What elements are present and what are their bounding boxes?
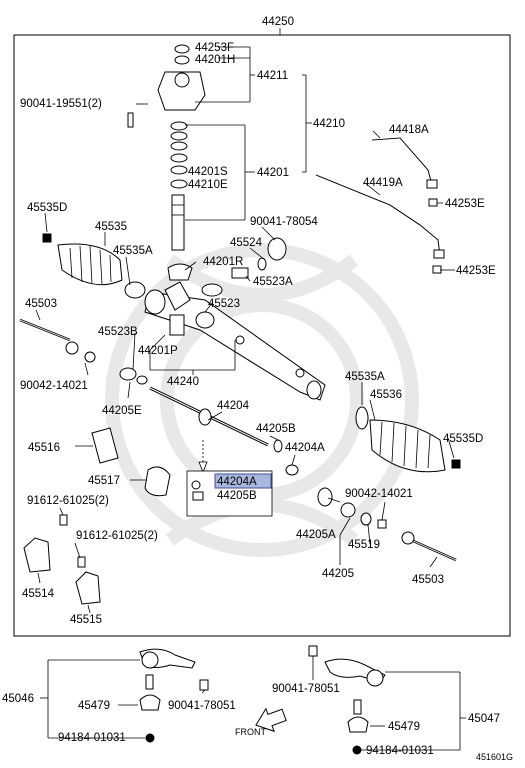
label-45535A-right[interactable]: 45535A <box>345 371 385 383</box>
label-45047[interactable]: 45047 <box>468 713 500 725</box>
label-44253E-upper[interactable]: 44253E <box>445 198 485 210</box>
tie-rod-left <box>19 318 96 363</box>
label-44205[interactable]: 44205 <box>322 568 354 580</box>
label-44419A[interactable]: 44419A <box>363 177 403 189</box>
label-90041-78051-right[interactable]: 90041-78051 <box>272 683 340 695</box>
tie-rod-end-right <box>308 645 466 755</box>
label-45516[interactable]: 45516 <box>28 442 60 454</box>
boot-left <box>42 233 146 299</box>
label-44253E-lower[interactable]: 44253E <box>456 265 496 277</box>
label-45536[interactable]: 45536 <box>370 389 402 401</box>
label-44205B-kit[interactable]: 44205B <box>217 490 257 502</box>
label-91612-61025-lower[interactable]: 91612-61025(2) <box>76 530 158 542</box>
label-45515[interactable]: 45515 <box>70 614 102 626</box>
label-90041-78051-left[interactable]: 90041-78051 <box>168 700 236 712</box>
label-44201[interactable]: 44201 <box>257 167 289 179</box>
label-45535A-left[interactable]: 45535A <box>113 245 153 257</box>
label-45479-left[interactable]: 45479 <box>78 700 110 712</box>
label-94184-01031-right[interactable]: 94184-01031 <box>366 745 434 757</box>
label-44201H[interactable]: 44201H <box>195 54 235 66</box>
label-44240[interactable]: 44240 <box>167 376 199 388</box>
front-arrow-icon <box>255 707 287 733</box>
right-seals <box>317 487 457 562</box>
label-45479-right[interactable]: 45479 <box>388 721 420 733</box>
label-45503-right[interactable]: 45503 <box>412 574 444 586</box>
label-44210E[interactable]: 44210E <box>188 179 228 191</box>
label-44204A-kit[interactable]: 44204A <box>217 476 257 488</box>
label-45517[interactable]: 45517 <box>88 475 120 487</box>
label-44205A[interactable]: 44205A <box>296 529 336 541</box>
label-44210[interactable]: 44210 <box>313 118 345 130</box>
label-45535D-right[interactable]: 45535D <box>443 433 483 445</box>
seals-and-fittings <box>119 237 287 385</box>
label-45523[interactable]: 45523 <box>208 298 240 310</box>
label-highlight <box>214 473 272 489</box>
boot-right <box>355 406 461 473</box>
label-44201R[interactable]: 44201R <box>203 256 243 268</box>
rack-brackets <box>91 427 171 497</box>
assembly-frame <box>13 34 511 637</box>
label-45535D-left[interactable]: 45535D <box>27 202 67 214</box>
label-45523A[interactable]: 45523A <box>253 276 293 288</box>
label-90041-19551[interactable]: 90041-19551(2) <box>20 98 102 110</box>
lower-brackets <box>23 514 101 605</box>
label-44211[interactable]: 44211 <box>257 70 288 82</box>
label-91612-61025-upper[interactable]: 91612-61025(2) <box>27 495 109 507</box>
leader-lines <box>35 130 455 614</box>
label-45535[interactable]: 45535 <box>95 221 127 233</box>
label-90042-14021-left[interactable]: 90042-14021 <box>20 380 88 392</box>
tie-rod-end-left <box>40 648 209 743</box>
label-44205E[interactable]: 44205E <box>102 405 142 417</box>
label-45523B[interactable]: 45523B <box>98 326 138 338</box>
label-44201P[interactable]: 44201P <box>138 345 178 357</box>
diagram-code: 451601G <box>476 752 513 762</box>
label-44204A-upper[interactable]: 44204A <box>285 442 325 454</box>
pinion-housing <box>127 44 206 251</box>
label-45519[interactable]: 45519 <box>348 539 380 551</box>
label-44204[interactable]: 44204 <box>217 400 250 412</box>
label-94184-01031-left[interactable]: 94184-01031 <box>58 732 126 744</box>
label-90041-78054[interactable]: 90041-78054 <box>250 216 318 228</box>
label-44201S[interactable]: 44201S <box>188 166 228 178</box>
label-45514[interactable]: 45514 <box>22 588 55 600</box>
label-44253F[interactable]: 44253F <box>195 42 234 54</box>
label-45503-left[interactable]: 45503 <box>25 298 57 310</box>
label-90042-14021-right[interactable]: 90042-14021 <box>345 488 413 500</box>
label-44418A[interactable]: 44418A <box>389 124 429 136</box>
front-label: FRONT <box>235 727 266 737</box>
label-44250[interactable]: 44250 <box>262 16 294 28</box>
pressure-tubes <box>315 137 445 274</box>
rack-bar <box>149 386 299 476</box>
label-45046[interactable]: 45046 <box>2 693 34 705</box>
label-45524[interactable]: 45524 <box>230 237 263 249</box>
label-44205B-upper[interactable]: 44205B <box>256 423 296 435</box>
